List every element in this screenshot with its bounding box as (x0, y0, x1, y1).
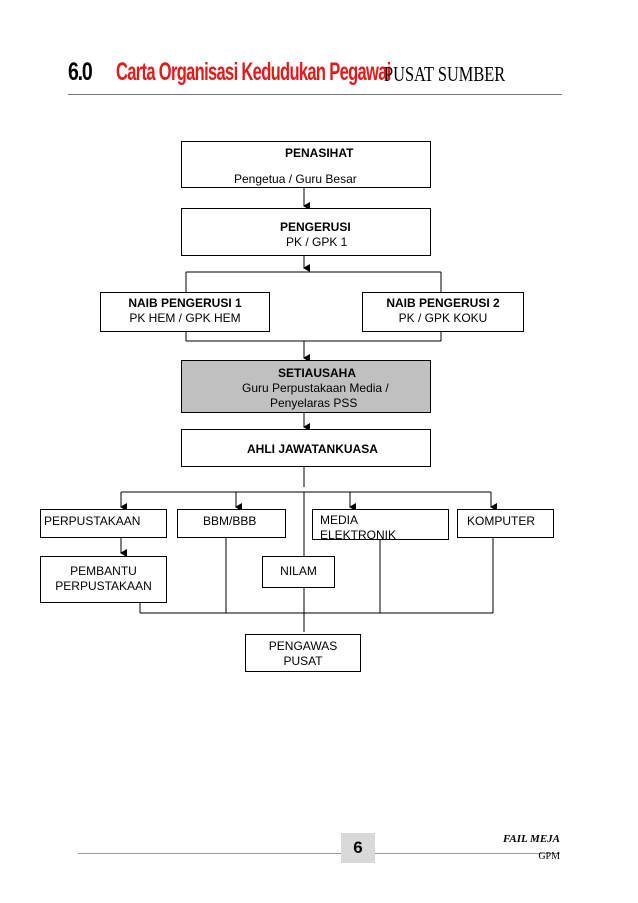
setiausaha-role-1: Guru Perpustakaan Media / (242, 381, 389, 395)
media-label-2: ELEKTRONIK (320, 528, 397, 542)
box-pembantu-perpustakaan: PEMBANTU PERPUSTAKAAN (40, 556, 167, 603)
page-header: 6.0 Carta Organisasi Kedudukan Pegawai P… (68, 52, 562, 95)
naib2-role: PK / GPK KOKU (398, 311, 488, 325)
page-number: 6 (341, 833, 375, 863)
setiausaha-role-2: Penyelaras PSS (270, 396, 358, 410)
naib2-title: NAIB PENGERUSI 2 (386, 296, 500, 310)
box-setiausaha: SETIAUSAHA Guru Perpustakaan Media / Pen… (181, 360, 431, 413)
box-bbm-bbb: BBM/BBB (177, 509, 286, 538)
box-pengawas-pusat: PENGAWAS PUSAT (245, 634, 361, 672)
box-perpustakaan: PERPUSTAKAAN (40, 509, 167, 538)
naib1-title: NAIB PENGERUSI 1 (128, 296, 242, 310)
section-number: 6.0 (68, 58, 93, 86)
box-ahli-jawatankuasa: AHLI JAWATANKUASA (181, 429, 431, 467)
bbm-label: BBM/BBB (203, 514, 257, 528)
pengerusi-title: PENGERUSI (280, 220, 351, 234)
box-penasihat: PENASIHAT Pengetua / Guru Besar (181, 141, 431, 188)
pengawas-label-2: PUSAT (283, 654, 323, 668)
perpustakaan-label: PERPUSTAKAAN (44, 514, 141, 528)
pengawas-label-1: PENGAWAS (268, 639, 338, 653)
setiausaha-title: SETIAUSAHA (278, 366, 357, 380)
media-label-1: MEDIA (320, 513, 359, 527)
penasihat-title: PENASIHAT (285, 146, 354, 160)
nilam-label: NILAM (280, 564, 317, 578)
ajk-title: AHLI JAWATANKUASA (247, 442, 378, 456)
box-media-elektronik: MEDIA ELEKTRONIK (312, 509, 449, 542)
pengerusi-role: PK / GPK 1 (286, 235, 348, 249)
section-subtitle: PUSAT SUMBER (384, 62, 506, 86)
naib1-role: PK HEM / GPK HEM (129, 311, 241, 325)
pembantu-label-2: PERPUSTAKAAN (55, 579, 152, 593)
box-nilam: NILAM (262, 556, 335, 588)
box-komputer: KOMPUTER (457, 509, 554, 538)
box-pengerusi: PENGERUSI PK / GPK 1 (181, 208, 431, 256)
box-naib-pengerusi-1: NAIB PENGERUSI 1 PK HEM / GPK HEM (100, 292, 270, 332)
penasihat-role: Pengetua / Guru Besar (234, 172, 357, 186)
komputer-label: KOMPUTER (467, 514, 536, 528)
footer-divider (78, 853, 560, 854)
author-label: GPM (538, 851, 560, 862)
box-naib-pengerusi-2: NAIB PENGERUSI 2 PK / GPK KOKU (362, 292, 524, 332)
section-title: Carta Organisasi Kedudukan Pegawai (116, 58, 391, 86)
file-label: FAIL MEJA (503, 833, 560, 845)
pembantu-label-1: PEMBANTU (70, 564, 137, 578)
